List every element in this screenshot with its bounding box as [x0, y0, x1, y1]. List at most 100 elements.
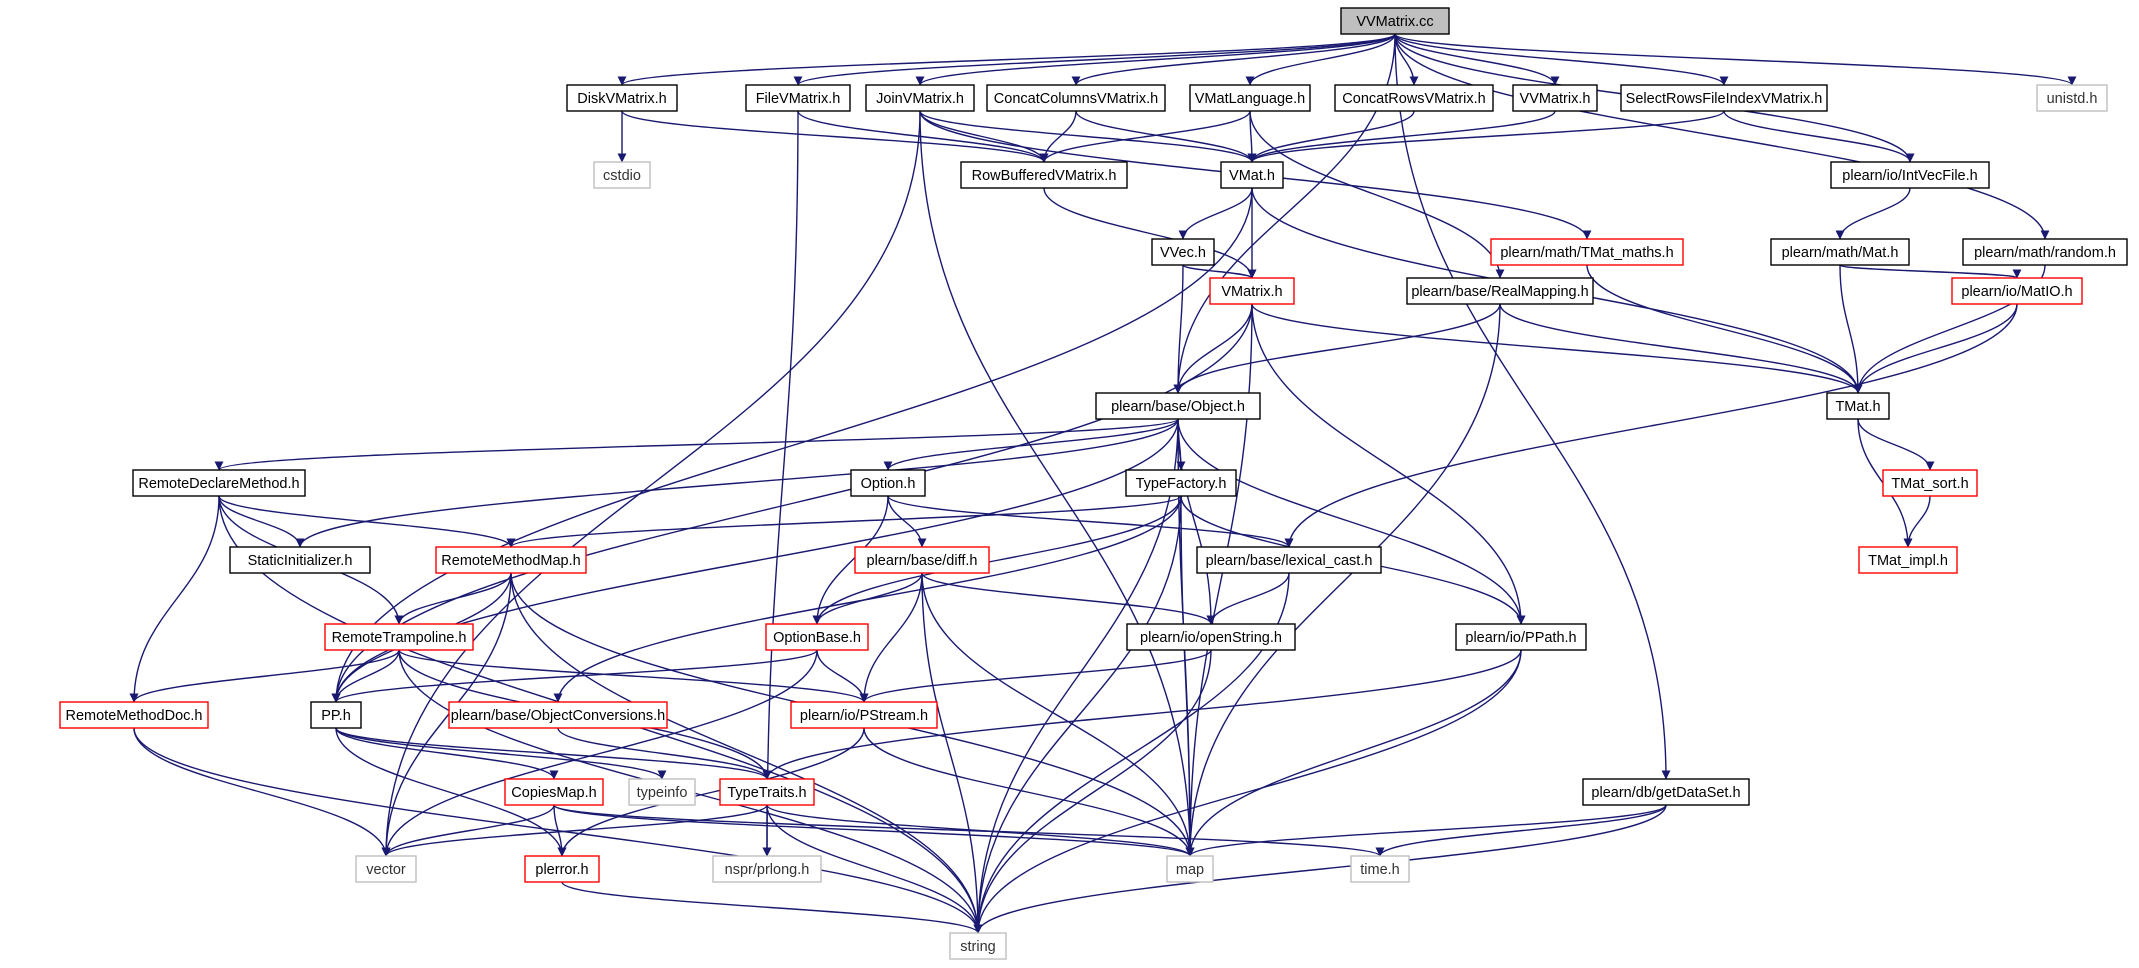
edge-plearn-io-ppath-h-to-string	[973, 649, 1522, 934]
node-option-h[interactable]: Option.h	[850, 469, 926, 497]
node-vvmatrix-h[interactable]: VVMatrix.h	[1512, 84, 1598, 112]
node-remotedeclaremethod-h[interactable]: RemoteDeclareMethod.h	[132, 469, 306, 497]
node-label: cstdio	[603, 168, 641, 184]
node-time-h: time.h	[1350, 855, 1410, 883]
node-vmatlanguage-h[interactable]: VMatLanguage.h	[1189, 84, 1311, 112]
node-box	[850, 469, 926, 497]
node-vvmatrix-cc: VVMatrix.cc	[1340, 7, 1450, 35]
edge-rowbufferedvmatrix-h-to-vmatrix-h	[1043, 187, 1257, 279]
node-copiesmap-h[interactable]: CopiesMap.h	[504, 778, 604, 806]
edge-concatrowsvmatrix-h-to-vmat-h	[1247, 110, 1415, 163]
node-vvec-h[interactable]: VVec.h	[1151, 238, 1215, 266]
node-diskvmatrix-h[interactable]: DiskVMatrix.h	[566, 84, 678, 112]
edge-remotedeclaremethod-h-to-remotemethodmap-h	[218, 495, 516, 548]
node-label: PP.h	[321, 708, 351, 724]
node-plearn-base-realmapping-h[interactable]: plearn/base/RealMapping.h	[1406, 277, 1594, 305]
node-box	[1512, 84, 1598, 112]
node-label: plearn/io/openString.h	[1140, 630, 1282, 646]
edge-joinvmatrix-h-to-vmat-h	[919, 110, 1257, 163]
node-plerror-h[interactable]: plerror.h	[524, 855, 600, 883]
edge-joinvmatrix-h-to-map	[919, 110, 1195, 857]
node-plearn-base-object-h[interactable]: plearn/base/Object.h	[1095, 392, 1261, 420]
node-box	[960, 161, 1128, 189]
node-plearn-io-openstring-h[interactable]: plearn/io/openString.h	[1126, 623, 1296, 651]
node-rowbufferedvmatrix-h[interactable]: RowBufferedVMatrix.h	[960, 161, 1128, 189]
node-remotetrampoline-h[interactable]: RemoteTrampoline.h	[324, 623, 474, 651]
node-typetraits-h[interactable]: TypeTraits.h	[719, 778, 815, 806]
node-tmat-impl-h[interactable]: TMat_impl.h	[1858, 546, 1958, 574]
node-selectrowsfileindexvmatrix-h[interactable]: SelectRowsFileIndexVMatrix.h	[1620, 84, 1828, 112]
edge-plearn-base-diff-h-to-optionbase-h	[812, 572, 923, 625]
node-plearn-math-random-h[interactable]: plearn/math/random.h	[1962, 238, 2128, 266]
node-label: VMatLanguage.h	[1195, 91, 1305, 107]
node-tmat-h[interactable]: TMat.h	[1826, 392, 1890, 420]
edge-plearn-math-mat-h-to-plearn-io-matio-h	[1839, 264, 2022, 279]
node-plearn-db-getdataset-h[interactable]: plearn/db/getDataSet.h	[1582, 778, 1750, 806]
node-box	[1095, 392, 1261, 420]
node-plearn-base-lexical-cast-h[interactable]: plearn/base/lexical_cast.h	[1196, 546, 1382, 574]
node-unistd-h: unistd.h	[2036, 84, 2108, 112]
node-box	[628, 778, 696, 806]
edge-plearn-base-object-h-to-plearn-io-openstring-h	[1177, 418, 1216, 625]
node-staticinitializer-h[interactable]: StaticInitializer.h	[229, 546, 371, 574]
node-joinvmatrix-h[interactable]: JoinVMatrix.h	[865, 84, 975, 112]
edge-plearn-base-objectconversions-h-to-typetraits-h	[557, 727, 772, 780]
edge-selectrowsfileindexvmatrix-h-to-plearn-io-intvecfile-h	[1723, 110, 1915, 163]
node-box	[593, 161, 651, 189]
edge-typefactory-h-to-remotemethodmap-h	[506, 495, 1182, 548]
edge-plearn-io-ppath-h-to-typetraits-h	[762, 649, 1522, 780]
node-plearn-io-pstream-h[interactable]: plearn/io/PStream.h	[790, 701, 938, 729]
node-typefactory-h[interactable]: TypeFactory.h	[1125, 469, 1237, 497]
node-typeinfo: typeinfo	[628, 778, 696, 806]
node-pp-h[interactable]: PP.h	[310, 701, 362, 729]
node-concatcolumnsvmatrix-h[interactable]: ConcatColumnsVMatrix.h	[986, 84, 1166, 112]
edge-pp-h-to-plerror-h	[335, 727, 567, 857]
edge-option-h-to-plearn-base-diff-h	[887, 495, 927, 548]
edge-plearn-base-realmapping-h-to-plearn-base-object-h	[1173, 303, 1501, 394]
node-box	[1334, 84, 1494, 112]
edge-vvmatrix-cc-to-plearn-math-random-h	[1394, 33, 2050, 240]
node-label: plearn/math/random.h	[1974, 245, 2116, 261]
node-vmatrix-h[interactable]: VMatrix.h	[1209, 277, 1295, 305]
node-label: CopiesMap.h	[511, 785, 596, 801]
edge-remotemethoddoc-h-to-vector	[133, 727, 391, 857]
node-box	[1951, 277, 2083, 305]
node-box	[132, 469, 306, 497]
edge-vvec-h-to-plearn-base-object-h	[1173, 264, 1184, 394]
node-box	[949, 932, 1007, 960]
node-label: VVMatrix.h	[1520, 91, 1591, 107]
node-label: plearn/io/MatIO.h	[1961, 284, 2072, 300]
node-box	[865, 84, 975, 112]
edge-vvmatrix-cc-to-joinvmatrix-h	[915, 33, 1396, 86]
edge-plearn-io-matio-h-to-plearn-base-lexical-cast-h	[1284, 303, 2018, 548]
node-label: nspr/prlong.h	[725, 862, 810, 878]
node-remotemethoddoc-h[interactable]: RemoteMethodDoc.h	[59, 701, 209, 729]
node-optionbase-h[interactable]: OptionBase.h	[765, 623, 869, 651]
node-remotemethodmap-h[interactable]: RemoteMethodMap.h	[435, 546, 587, 574]
node-label: VVMatrix.cc	[1356, 14, 1433, 30]
node-plearn-base-objectconversions-h[interactable]: plearn/base/ObjectConversions.h	[448, 701, 668, 729]
node-plearn-io-intvecfile-h[interactable]: plearn/io/IntVecFile.h	[1830, 161, 1990, 189]
node-plearn-math-mat-h[interactable]: plearn/math/Mat.h	[1770, 238, 1910, 266]
node-vmat-h[interactable]: VMat.h	[1220, 161, 1284, 189]
node-concatrowsvmatrix-h[interactable]: ConcatRowsVMatrix.h	[1334, 84, 1494, 112]
edge-remotetrampoline-h-to-remotemethoddoc-h	[129, 649, 400, 703]
edge-plearn-io-openstring-h-to-string	[973, 649, 1212, 934]
node-plearn-io-matio-h[interactable]: plearn/io/MatIO.h	[1951, 277, 2083, 305]
edge-vvmatrix-cc-to-diskvmatrix-h	[617, 33, 1396, 86]
edge-typetraits-h-to-vector	[381, 804, 768, 857]
node-filevmatrix-h[interactable]: FileVMatrix.h	[745, 84, 851, 112]
edge-copiesmap-h-to-vector	[381, 804, 555, 857]
node-plearn-math-tmat-maths-h[interactable]: plearn/math/TMat_maths.h	[1490, 238, 1684, 266]
edge-remotemethodmap-h-to-string	[510, 572, 983, 934]
edge-plearn-io-openstring-h-to-plearn-io-pstream-h	[859, 649, 1212, 703]
node-map: map	[1166, 855, 1214, 883]
node-plearn-io-ppath-h[interactable]: plearn/io/PPath.h	[1455, 623, 1587, 651]
node-tmat-sort-h[interactable]: TMat_sort.h	[1882, 469, 1978, 497]
edge-plerror-h-to-string	[561, 881, 983, 934]
edge-vmatlanguage-h-to-rowbufferedvmatrix-h	[1039, 110, 1251, 163]
node-plearn-base-diff-h[interactable]: plearn/base/diff.h	[854, 546, 990, 574]
edge-plearn-io-ppath-h-to-map	[1185, 649, 1522, 857]
edge-plearn-io-pstream-h-to-plerror-h	[557, 727, 865, 857]
